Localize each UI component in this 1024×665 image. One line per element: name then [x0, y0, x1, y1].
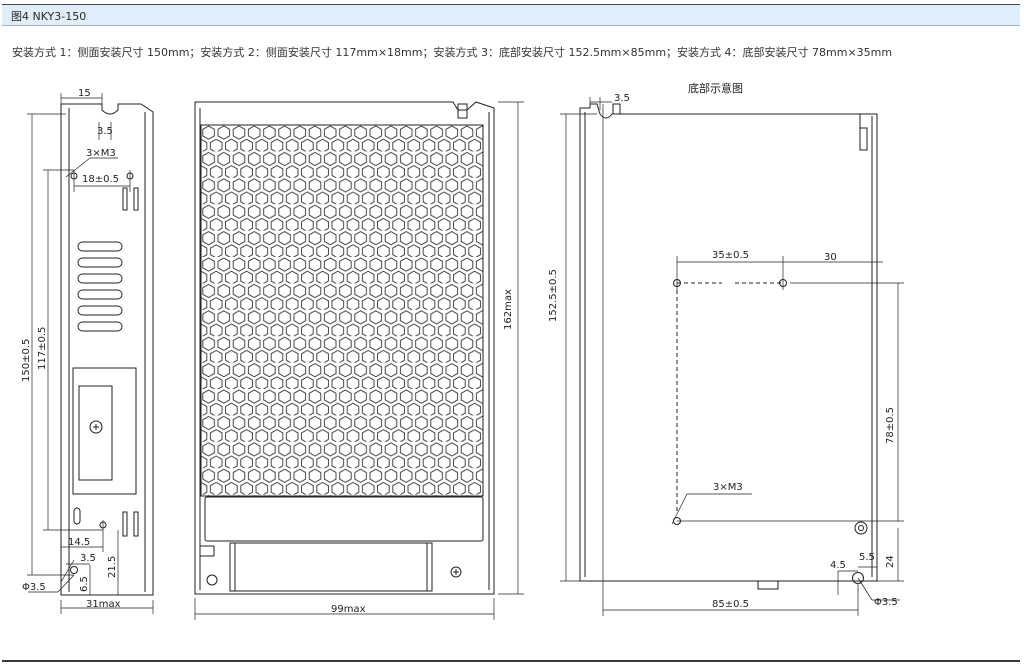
side-dim-bottom-offset: 14.5: [68, 537, 90, 548]
bottom-rule: [2, 660, 1020, 662]
side-dim-top: 15: [78, 88, 91, 99]
side-dim-height-outer: 150±0.5: [21, 339, 32, 382]
front-view-dimensions: [194, 101, 524, 620]
bottom-view-dimensions: [560, 97, 904, 616]
bottom-dim-height: 152.5±0.5: [548, 269, 559, 322]
front-dim-width: 99max: [331, 604, 366, 615]
side-dim-bottom-tiny: 6.5: [79, 576, 90, 592]
bottom-view-labels: 底部示意图 3.5 152.5±0.5 35±0.5 30 78±0.5 3×M…: [548, 81, 898, 610]
side-dim-slot: 3.5: [97, 126, 113, 137]
bottom-dim-small-v: 24: [885, 555, 896, 568]
front-view: [194, 101, 495, 595]
side-dim-width: 31max: [86, 599, 121, 610]
mounting-description: 安装方式 1：侧面安装尺寸 150mm；安装方式 2：侧面安装尺寸 117mm×…: [12, 46, 893, 59]
bottom-dim-hole-dia: Φ3.5: [874, 597, 898, 608]
side-dim-bottom-vertical: 21.5: [107, 556, 118, 578]
side-dim-bottom-small: 3.5: [80, 553, 96, 564]
figure-header-bar: 图4 NKY3-150: [2, 4, 1020, 26]
bottom-dim-width: 85±0.5: [712, 599, 749, 610]
figure-title: 图4 NKY3-150: [11, 10, 87, 23]
bottom-dim-holes: 3×M3: [713, 482, 743, 493]
bottom-view-title: 底部示意图: [688, 81, 743, 95]
side-dim-hole-dia: Φ3.5: [22, 582, 46, 593]
side-dim-spacing: 18±0.5: [82, 174, 119, 185]
side-dim-height-inner: 117±0.5: [37, 327, 48, 370]
bottom-dim-hole-offset: 30: [824, 252, 837, 263]
bottom-dim-small-h2: 5.5: [859, 552, 875, 563]
front-view-labels: 162max 99max: [331, 289, 514, 615]
bottom-dim-small-h: 4.5: [830, 560, 846, 571]
bottom-view: [579, 103, 878, 590]
bottom-dim-top-slot: 3.5: [614, 93, 630, 104]
side-view: [60, 103, 154, 596]
front-dim-height: 162max: [503, 289, 514, 330]
side-view-labels: 15 3.5 3×M3 18±0.5 150±0.5 117±0.5 14.5 …: [21, 88, 121, 610]
bottom-dim-vertical: 78±0.5: [885, 407, 896, 444]
bottom-dim-hole-spacing: 35±0.5: [712, 250, 749, 261]
side-view-dimensions: [27, 93, 154, 614]
side-dim-holes: 3×M3: [86, 148, 116, 159]
